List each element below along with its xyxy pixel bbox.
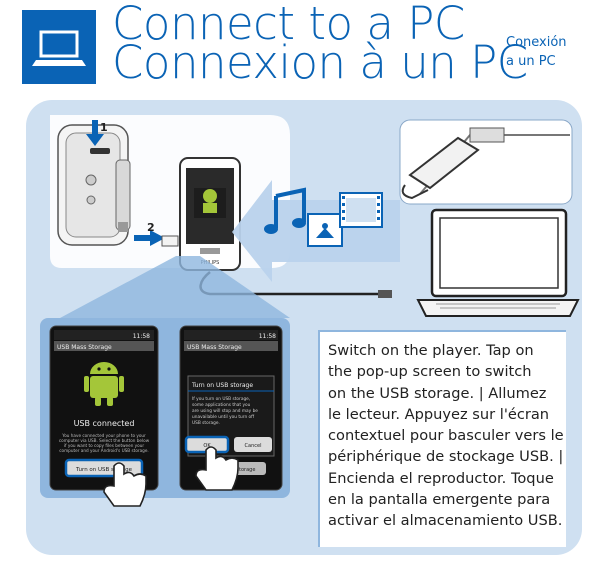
dialog-line-2: some applications that you bbox=[192, 402, 251, 408]
turn-on-usb-button-label: Turn on USB storage bbox=[75, 467, 133, 473]
usb-connector bbox=[378, 290, 392, 298]
left-screen: 11:58 USB Mass Storage USB connected You… bbox=[49, 325, 159, 491]
right-screen-title: USB Mass Storage bbox=[187, 344, 242, 351]
music-note-icon bbox=[264, 187, 306, 234]
left-screen-desc-2: computer via USB. Select the button belo… bbox=[59, 438, 150, 443]
step1-number: 1 bbox=[100, 121, 108, 134]
dialog-line-3: are using will stop and may be bbox=[192, 408, 258, 414]
left-screen-desc-4: computer and your Android's USB storage. bbox=[59, 448, 149, 453]
right-screen: 11:58 USB Mass Storage Turn on USB stora… bbox=[179, 325, 283, 491]
status-time-right: 11:58 bbox=[259, 333, 276, 340]
ok-button-label: OK bbox=[203, 443, 211, 449]
dialog-line-5: USB storage. bbox=[192, 420, 220, 426]
left-screen-title: USB Mass Storage bbox=[57, 344, 112, 351]
title-line-en: Connect to a PC bbox=[112, 0, 465, 50]
dialog-line-4: unavailable until you turn off bbox=[192, 414, 255, 420]
left-screen-desc-3: if you want to copy files between your bbox=[64, 443, 145, 448]
dialog-line-1: If you turn on USB storage, bbox=[192, 396, 250, 402]
laptop-icon bbox=[22, 10, 96, 84]
subtitle-line-2: a un PC bbox=[506, 54, 556, 69]
photo-icon bbox=[307, 213, 343, 247]
cancel-button-label: Cancel bbox=[245, 443, 262, 449]
step2-arrow bbox=[134, 230, 165, 246]
usb-storage-button-label: USB storage bbox=[225, 467, 256, 473]
pc-port-zoom bbox=[399, 119, 573, 205]
dialog-title: Turn on USB storage bbox=[191, 382, 253, 389]
laptop-illustration bbox=[416, 208, 580, 317]
left-screen-desc-1: You have connected your phone to your bbox=[61, 433, 146, 438]
left-screen-heading: USB connected bbox=[74, 419, 135, 428]
page-title: Connect to a PC Connexion à un PC bbox=[112, 0, 528, 89]
step1-arrow bbox=[86, 120, 104, 146]
android-icon bbox=[84, 362, 124, 406]
title-line-fr: Connexion à un PC bbox=[112, 36, 528, 89]
hand-pointer-icon bbox=[103, 462, 147, 507]
subtitle-line-1: Conexión bbox=[506, 35, 567, 50]
player-front-view: PHILIPS bbox=[179, 157, 241, 271]
step2-number: 2 bbox=[147, 221, 155, 234]
page-subtitle: Conexión a un PC bbox=[506, 33, 567, 71]
zoom-wedge bbox=[60, 256, 290, 318]
instruction-box bbox=[318, 330, 566, 547]
player-side-view bbox=[57, 124, 131, 246]
hand-pointer-icon-2 bbox=[195, 446, 239, 491]
instruction-text: Switch on the player. Tap on the pop-up … bbox=[328, 342, 564, 530]
status-time-left: 11:58 bbox=[133, 333, 150, 340]
video-icon bbox=[339, 192, 383, 228]
cancel-button[interactable] bbox=[234, 437, 272, 452]
